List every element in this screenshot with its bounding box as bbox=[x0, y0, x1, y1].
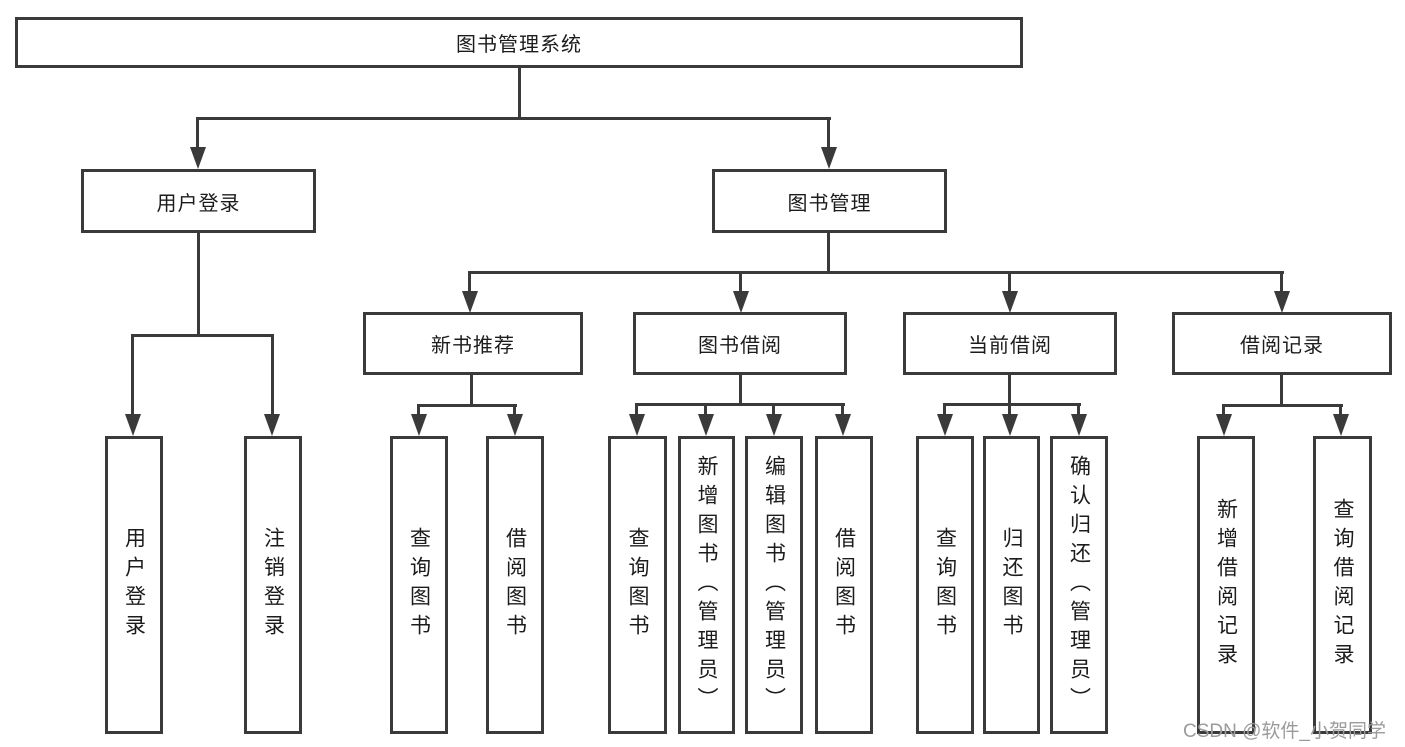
connector-line bbox=[704, 403, 707, 416]
arrow-down-icon bbox=[1216, 414, 1232, 436]
connector-line bbox=[1222, 404, 1343, 407]
connector-line bbox=[1280, 375, 1283, 406]
node-query-borrow-record: 查询借阅记录 bbox=[1313, 436, 1372, 734]
node-label: 确认归还（管理员） bbox=[1067, 454, 1091, 716]
arrow-down-icon bbox=[264, 414, 280, 436]
connector-line bbox=[468, 271, 471, 293]
node-label: 借阅图书 bbox=[832, 527, 856, 643]
node-label: 新书推荐 bbox=[431, 335, 515, 357]
node-query-books-current: 查询图书 bbox=[916, 436, 974, 734]
node-add-borrow-record: 新增借阅记录 bbox=[1197, 436, 1255, 734]
connector-line bbox=[739, 271, 742, 293]
arrow-down-icon bbox=[1002, 291, 1018, 313]
node-book-borrowing: 图书借阅 bbox=[633, 312, 847, 375]
connector-line bbox=[827, 233, 830, 274]
arrow-down-icon bbox=[698, 414, 714, 436]
connector-line bbox=[1008, 271, 1011, 293]
connector-line bbox=[1008, 403, 1011, 416]
node-query-books-borrowing: 查询图书 bbox=[608, 436, 667, 734]
connector-line bbox=[1280, 271, 1283, 293]
node-library-management-system: 图书管理系统 bbox=[15, 17, 1023, 68]
connector-line bbox=[131, 334, 274, 337]
connector-line bbox=[635, 403, 638, 416]
connector-line bbox=[417, 404, 517, 407]
connector-line bbox=[518, 68, 521, 119]
node-borrowing-records: 借阅记录 bbox=[1172, 312, 1392, 375]
node-edit-books-admin: 编辑图书（管理员） bbox=[745, 436, 803, 734]
connector-line bbox=[513, 404, 516, 416]
connector-line bbox=[739, 375, 742, 405]
node-label: 新增借阅记录 bbox=[1214, 498, 1238, 672]
arrow-down-icon bbox=[1002, 414, 1018, 436]
arrow-down-icon bbox=[1071, 414, 1087, 436]
connector-line bbox=[772, 403, 775, 416]
connector-line bbox=[197, 233, 200, 337]
node-label: 图书借阅 bbox=[698, 335, 782, 357]
arrow-down-icon bbox=[125, 414, 141, 436]
node-label: 图书管理系统 bbox=[456, 34, 582, 56]
connector-line bbox=[827, 117, 830, 149]
connector-line bbox=[1077, 403, 1080, 416]
connector-line bbox=[271, 334, 274, 416]
node-label: 查询借阅记录 bbox=[1331, 498, 1354, 672]
arrow-down-icon bbox=[937, 414, 953, 436]
connector-line bbox=[943, 403, 946, 416]
arrow-down-icon bbox=[190, 147, 206, 169]
node-label: 注销登录 bbox=[261, 527, 285, 643]
connector-line bbox=[1008, 375, 1011, 405]
arrow-down-icon bbox=[507, 414, 523, 436]
connector-line bbox=[196, 117, 199, 149]
connector-line bbox=[635, 403, 845, 406]
connector-line bbox=[841, 403, 844, 416]
arrow-down-icon bbox=[629, 414, 645, 436]
node-borrow-books-borrowing: 借阅图书 bbox=[815, 436, 873, 734]
node-label: 新增图书（管理员） bbox=[695, 454, 718, 716]
node-label: 图书管理 bbox=[787, 192, 872, 215]
node-logout-action: 注销登录 bbox=[244, 436, 302, 734]
connector-line bbox=[1339, 404, 1342, 416]
node-label: 借阅记录 bbox=[1240, 335, 1324, 357]
watermark: CSDN @软件_小贺同学 bbox=[1183, 721, 1386, 742]
node-borrow-books-recommend: 借阅图书 bbox=[486, 436, 544, 734]
node-label: 用户登录 bbox=[122, 527, 146, 643]
connector-line bbox=[470, 375, 473, 406]
node-label: 借阅图书 bbox=[503, 527, 527, 643]
node-current-borrowing: 当前借阅 bbox=[903, 312, 1117, 375]
connector-line bbox=[468, 271, 1284, 274]
node-label: 归还图书 bbox=[1000, 527, 1023, 643]
connector-line bbox=[131, 334, 134, 416]
node-confirm-return-admin: 确认归还（管理员） bbox=[1050, 436, 1108, 734]
node-add-books-admin: 新增图书（管理员） bbox=[678, 436, 735, 734]
node-label: 查询图书 bbox=[626, 527, 649, 643]
arrow-down-icon bbox=[1274, 291, 1290, 313]
arrow-down-icon bbox=[733, 291, 749, 313]
arrow-down-icon bbox=[766, 414, 782, 436]
node-label: 用户登录 bbox=[156, 192, 241, 215]
node-new-book-recommendation: 新书推荐 bbox=[363, 312, 583, 375]
connector-line bbox=[943, 403, 1081, 406]
arrow-down-icon bbox=[1333, 414, 1349, 436]
node-user-login-action: 用户登录 bbox=[105, 436, 163, 734]
node-return-books: 归还图书 bbox=[983, 436, 1040, 734]
node-label: 查询图书 bbox=[407, 527, 431, 643]
node-label: 编辑图书（管理员） bbox=[762, 454, 786, 716]
node-query-books-recommend: 查询图书 bbox=[390, 436, 448, 734]
arrow-down-icon bbox=[821, 147, 837, 169]
connector-line bbox=[417, 404, 420, 416]
node-book-management: 图书管理 bbox=[712, 169, 947, 233]
node-label: 查询图书 bbox=[933, 527, 957, 643]
arrow-down-icon bbox=[835, 414, 851, 436]
node-user-login: 用户登录 bbox=[81, 169, 316, 233]
node-label: 当前借阅 bbox=[968, 335, 1052, 357]
connector-line bbox=[1222, 404, 1225, 416]
connector-line bbox=[197, 117, 831, 120]
arrow-down-icon bbox=[411, 414, 427, 436]
arrow-down-icon bbox=[462, 291, 478, 313]
